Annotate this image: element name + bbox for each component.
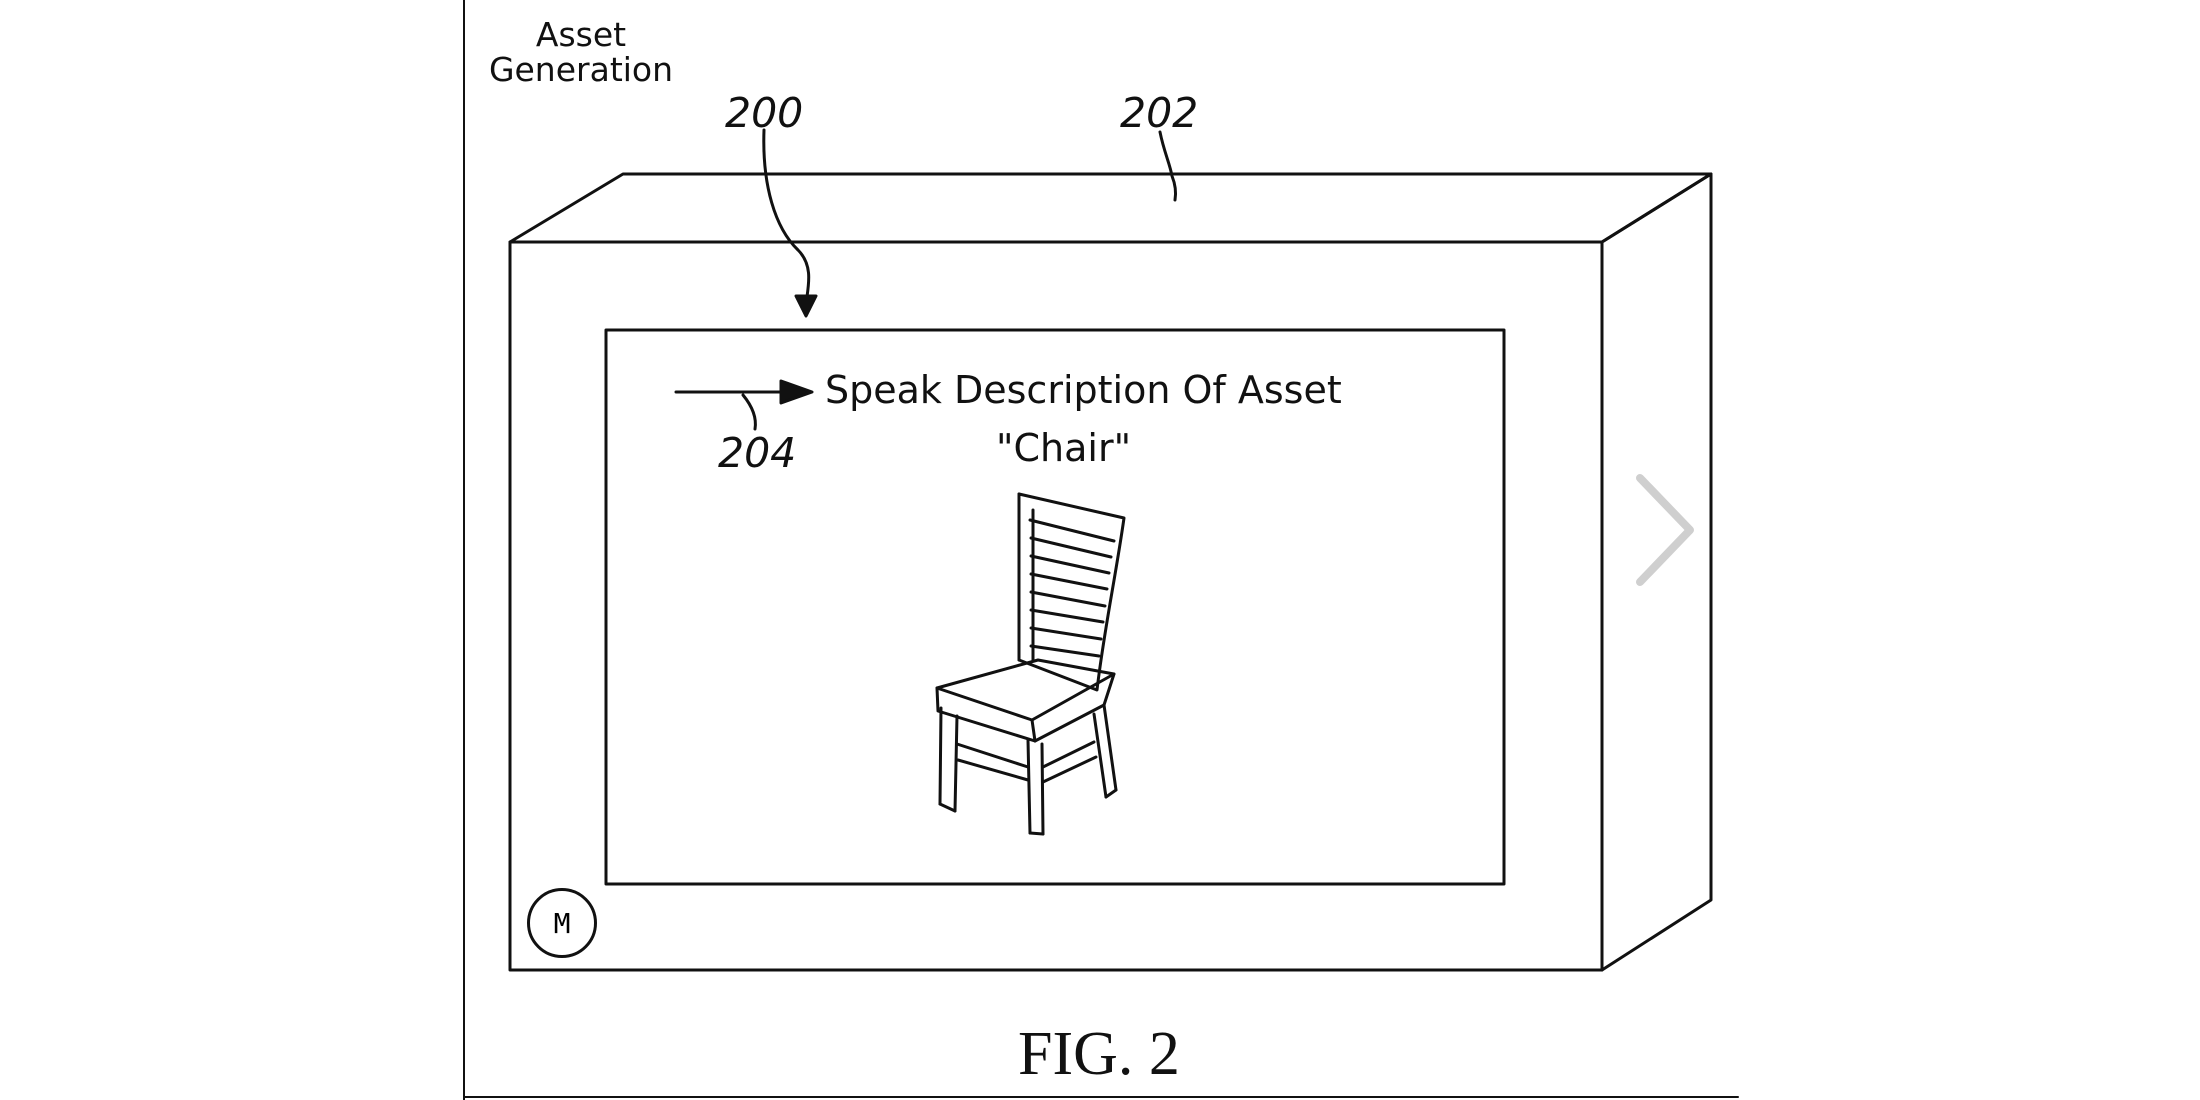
leader-line-204 bbox=[741, 393, 757, 431]
leader-line-202 bbox=[1158, 130, 1178, 202]
figure-caption: FIG. 2 bbox=[1018, 1020, 1180, 1088]
arrowhead-204 bbox=[779, 379, 814, 405]
arrowhead-200 bbox=[794, 294, 818, 318]
microphone-button[interactable]: M bbox=[527, 888, 597, 958]
device-frame bbox=[508, 172, 1713, 972]
chevron-right-icon bbox=[1636, 474, 1694, 586]
chair-icon bbox=[935, 492, 1126, 836]
spoken-description-value: "Chair" bbox=[996, 426, 1132, 470]
asset-generation-title: Asset Generation bbox=[488, 15, 674, 89]
asset-screen bbox=[604, 328, 1506, 886]
voice-prompt-text: Speak Description Of Asset bbox=[825, 368, 1342, 412]
reference-numeral-204: 204 bbox=[718, 429, 797, 477]
next-arrow-button[interactable] bbox=[1630, 470, 1700, 590]
reference-numeral-200: 200 bbox=[725, 89, 804, 137]
leader-line-200 bbox=[762, 128, 811, 306]
reference-numeral-202: 202 bbox=[1120, 89, 1199, 137]
